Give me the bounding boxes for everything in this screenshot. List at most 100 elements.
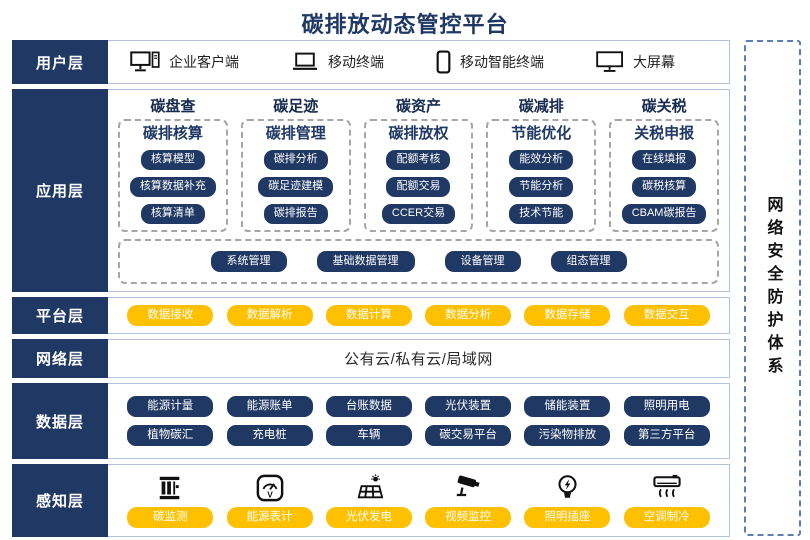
app-item-pill: CBAM碳报告 — [621, 203, 707, 224]
platform-item: 数据计算 — [325, 304, 412, 327]
app-column-carbon-footprint: 碳足迹 碳排管理 碳排分析 碳足迹建模 碳排报告 — [240, 94, 351, 232]
app-column-header: 碳资产 — [395, 98, 441, 115]
app-item-pill: 碳排分析 — [263, 149, 328, 170]
app-common-box: 系统管理 基础数据管理 设备管理 组态管理 — [118, 239, 719, 284]
app-common-pill: 基础数据管理 — [316, 251, 415, 272]
carbon-monitor-icon — [156, 470, 184, 502]
light-bulb-icon — [555, 470, 580, 502]
app-item-pill: 核算数据补充 — [129, 176, 216, 197]
data-item: 能源计量 — [127, 395, 214, 418]
app-item-pill: 能效分析 — [509, 149, 574, 170]
user-item-label: 移动终端 — [328, 54, 384, 70]
platform-item: 数据存储 — [524, 304, 611, 327]
user-item-enterprise-client: 企业客户端 — [130, 51, 239, 73]
layer-row-perception: 感知层 碳监测 V 能源表计 — [12, 464, 730, 537]
app-column-carbon-inventory: 碳盘查 碳排核算 核算模型 核算数据补充 核算清单 — [118, 94, 228, 232]
perception-layer-content: 碳监测 V 能源表计 光伏发电 — [108, 465, 729, 536]
data-item: 车辆 — [325, 424, 412, 447]
app-item-pill: 核算清单 — [140, 203, 205, 224]
layer-row-user: 用户层 企业客户端 移动终端 — [12, 40, 730, 84]
perception-item-label: 空调制冷 — [623, 506, 710, 528]
app-item-pill: 核算模型 — [140, 149, 205, 170]
app-item-pill: 碳税核算 — [632, 176, 697, 197]
layer-label-network: 网络层 — [12, 339, 108, 378]
perception-item-energy-meter: V 能源表计 — [226, 470, 313, 528]
app-item-pill: CCER交易 — [381, 203, 456, 224]
svg-text:V: V — [267, 489, 273, 499]
perception-item-label: 能源表计 — [226, 506, 313, 528]
perception-item-label: 视频监控 — [425, 506, 512, 528]
layer-row-network: 网络层 公有云/私有云/局域网 — [12, 339, 730, 378]
data-item: 照明用电 — [623, 395, 710, 418]
data-layer-content: 能源计量 能源账单 台账数据 光伏装置 储能装置 照明用电 植物碳汇 充电桩 车… — [108, 384, 729, 458]
security-protection-bar: 网络安全防护体系 — [744, 40, 801, 536]
app-column-title: 节能优化 — [511, 125, 572, 142]
perception-item-video-surveillance: 视频监控 — [425, 470, 512, 528]
data-row-1: 能源计量 能源账单 台账数据 光伏装置 储能装置 照明用电 — [114, 395, 723, 418]
layer-label-perception: 感知层 — [12, 464, 108, 537]
cctv-camera-icon — [453, 470, 483, 502]
app-column-carbon-reduction: 碳减排 节能优化 能效分析 节能分析 技术节能 — [486, 94, 597, 232]
perception-item-lighting-socket: 照明插座 — [524, 470, 611, 528]
user-layer-content: 企业客户端 移动终端 移动智能终端 — [108, 41, 729, 83]
app-column-box: 节能优化 能效分析 节能分析 技术节能 — [486, 119, 597, 232]
app-column-box: 碳排核算 核算模型 核算数据补充 核算清单 — [118, 119, 228, 232]
app-common-pill: 系统管理 — [210, 251, 287, 272]
layer-label-platform: 平台层 — [12, 297, 108, 334]
perception-item-label: 光伏发电 — [325, 506, 412, 528]
user-item-label: 大屏幕 — [633, 54, 675, 70]
app-column-carbon-tariff: 碳关税 关税申报 在线填报 碳税核算 CBAM碳报告 — [609, 94, 719, 232]
application-columns: 碳盘查 碳排核算 核算模型 核算数据补充 核算清单 碳足迹 碳排管理 碳排分析 — [118, 94, 719, 232]
app-column-box: 关税申报 在线填报 碳税核算 CBAM碳报告 — [609, 119, 719, 232]
app-column-header: 碳足迹 — [273, 98, 319, 115]
layer-row-platform: 平台层 数据接收 数据解析 数据计算 数据分析 数据存储 数据交互 — [12, 297, 730, 334]
platform-layer-content: 数据接收 数据解析 数据计算 数据分析 数据存储 数据交互 — [108, 298, 729, 333]
layer-label-user: 用户层 — [12, 40, 108, 84]
app-column-title: 碳排核算 — [142, 125, 203, 142]
app-item-pill: 配额交易 — [386, 176, 451, 197]
big-screen-icon — [596, 51, 624, 73]
security-bar-label: 网络安全防护体系 — [764, 196, 782, 380]
data-item: 污染物排放 — [524, 424, 611, 447]
app-item-pill: 在线填报 — [632, 149, 697, 170]
data-item: 碳交易平台 — [425, 424, 512, 447]
data-item: 充电桩 — [226, 424, 313, 447]
data-item: 台账数据 — [325, 395, 412, 418]
app-item-pill: 技术节能 — [509, 203, 574, 224]
app-item-pill: 节能分析 — [509, 176, 574, 197]
air-conditioner-icon — [652, 470, 682, 502]
platform-item: 数据解析 — [226, 304, 313, 327]
smartphone-icon — [436, 50, 451, 74]
solar-power-icon — [354, 470, 384, 502]
data-item: 第三方平台 — [623, 424, 710, 447]
app-column-box: 碳排管理 碳排分析 碳足迹建模 碳排报告 — [240, 119, 351, 232]
desktop-pc-icon — [130, 51, 160, 73]
app-column-header: 碳盘查 — [150, 98, 196, 115]
app-column-box: 碳排放权 配额考核 配额交易 CCER交易 — [363, 119, 474, 232]
app-column-carbon-asset: 碳资产 碳排放权 配额考核 配额交易 CCER交易 — [363, 94, 474, 232]
application-layer-content: 碳盘查 碳排核算 核算模型 核算数据补充 核算清单 碳足迹 碳排管理 碳排分析 — [108, 90, 729, 291]
perception-item-carbon-monitoring: 碳监测 — [127, 470, 214, 528]
perception-item-label: 照明插座 — [524, 506, 611, 528]
layer-label-data: 数据层 — [12, 383, 108, 459]
app-column-title: 碳排放权 — [388, 125, 449, 142]
laptop-icon — [291, 52, 319, 72]
network-layer-text: 公有云/私有云/局域网 — [344, 351, 493, 368]
perception-item-label: 碳监测 — [127, 506, 214, 528]
page-title: 碳排放动态管控平台 — [301, 12, 509, 37]
user-item-mobile-terminal: 移动终端 — [291, 52, 384, 72]
data-row-2: 植物碳汇 充电桩 车辆 碳交易平台 污染物排放 第三方平台 — [114, 424, 723, 447]
layer-label-application: 应用层 — [12, 89, 108, 292]
app-item-pill: 碳排报告 — [263, 203, 328, 224]
app-column-title: 关税申报 — [634, 125, 695, 142]
app-common-pill: 组态管理 — [550, 251, 627, 272]
platform-item: 数据交互 — [623, 304, 710, 327]
data-item: 能源账单 — [226, 395, 313, 418]
layer-row-application: 应用层 碳盘查 碳排核算 核算模型 核算数据补充 核算清单 碳足迹 — [12, 89, 730, 292]
perception-item-solar-power: 光伏发电 — [325, 470, 412, 528]
data-item: 植物碳汇 — [127, 424, 214, 447]
app-common-pill: 设备管理 — [444, 251, 521, 272]
app-item-pill: 碳足迹建模 — [258, 176, 334, 197]
user-item-smart-mobile-terminal: 移动智能终端 — [436, 50, 544, 74]
user-item-big-screen: 大屏幕 — [596, 51, 675, 73]
